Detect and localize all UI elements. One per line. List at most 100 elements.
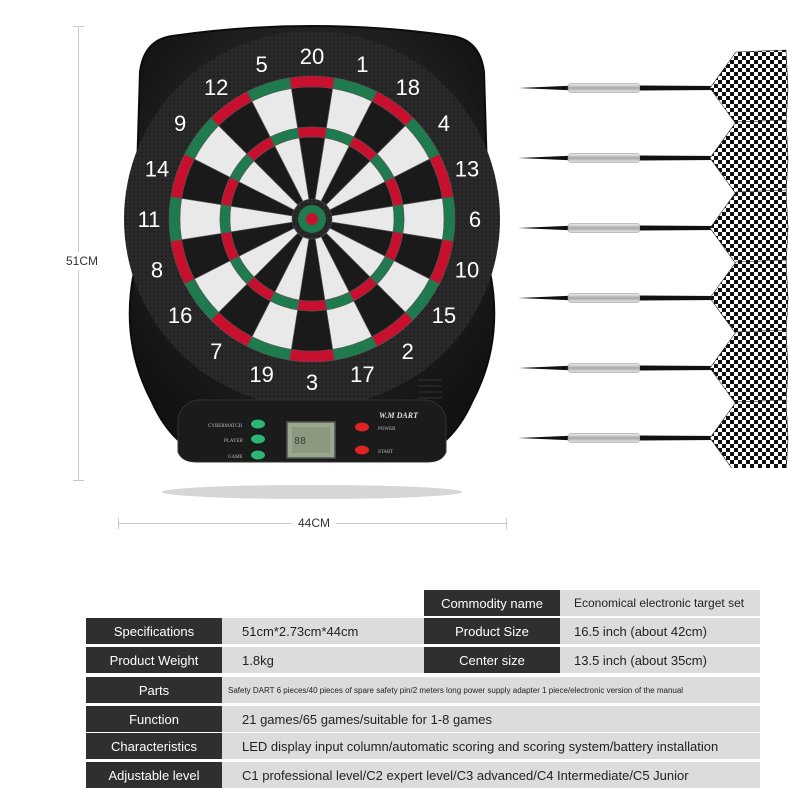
dart-flight — [709, 119, 789, 197]
cybermatch-button[interactable] — [251, 419, 265, 429]
spec-row-value: 1.8kg — [222, 647, 424, 673]
width-dimension-cap-right — [506, 518, 507, 529]
dart-barrel — [567, 153, 641, 163]
spec-row-label: Parts — [86, 677, 222, 703]
dart-flight — [709, 399, 789, 468]
bullseye — [306, 213, 318, 225]
outer-single-segment — [291, 309, 333, 352]
dart-flight — [709, 259, 789, 337]
dart — [518, 119, 789, 197]
dart-flight — [709, 49, 789, 127]
spec-row-label: Product Weight — [86, 647, 222, 673]
board-number: 15 — [432, 303, 456, 328]
board-number: 9 — [174, 111, 186, 136]
board-number: 18 — [396, 75, 420, 100]
dart-shaft — [640, 225, 718, 231]
spec-row-label: Adjustable level — [86, 762, 222, 788]
dart-barrel — [567, 223, 641, 233]
dart-tip — [518, 365, 570, 371]
dart-barrel — [567, 293, 641, 303]
board-number: 17 — [350, 362, 374, 387]
width-dimension-label: 44CM — [292, 516, 337, 530]
dart-tip — [518, 225, 570, 231]
dart-tip — [518, 295, 570, 301]
width-dimension-cap-left — [118, 518, 119, 529]
board-number: 20 — [300, 44, 324, 69]
spec-row-value: Safety DART 6 pieces/40 pieces of spare … — [222, 677, 760, 703]
panel-label-game: GAME — [228, 455, 243, 460]
spec-row-label-secondary: Product Size — [424, 618, 560, 644]
dart-shaft — [640, 295, 718, 301]
board-number: 10 — [455, 257, 479, 282]
outer-single-segment — [179, 198, 222, 240]
dart-shaft — [640, 435, 718, 441]
dart-tip — [518, 435, 570, 441]
dart — [518, 329, 789, 407]
height-dimension-cap-top — [73, 26, 84, 27]
lcd-digits: 88 — [294, 436, 306, 447]
triple-ring-segment — [392, 204, 405, 234]
dart-flight — [709, 329, 789, 407]
panel-label-power: POWER — [378, 427, 396, 432]
lcd-inner — [292, 427, 330, 453]
spec-row-value: C1 professional level/C2 expert level/C3… — [222, 762, 760, 788]
dart-tip — [518, 85, 570, 91]
dart — [518, 399, 789, 468]
height-dimension-cap-bottom — [73, 480, 84, 481]
board-number: 4 — [438, 111, 450, 136]
dart-barrel — [567, 363, 641, 373]
spec-row-label: Characteristics — [86, 733, 222, 759]
speaker-grille — [418, 379, 442, 399]
board-shadow — [162, 485, 462, 499]
player-button[interactable] — [251, 434, 265, 444]
triple-ring-segment — [219, 204, 232, 234]
board-number: 14 — [145, 157, 169, 182]
dart — [518, 189, 789, 267]
panel-label-player: PLAYER — [224, 439, 244, 444]
spec-commodity-value: Economical electronic target set — [560, 590, 760, 616]
board-number: 1 — [356, 52, 368, 77]
dartboard-segments — [168, 75, 456, 363]
dart — [518, 259, 789, 337]
dart-barrel — [567, 83, 641, 93]
dart-shaft — [640, 155, 718, 161]
dart-shaft — [640, 365, 718, 371]
panel-label-start: START — [378, 450, 393, 455]
spec-row-value-secondary: 16.5 inch (about 42cm) — [560, 618, 760, 644]
outer-single-segment — [291, 86, 333, 129]
spec-row-label: Specifications — [86, 618, 222, 644]
power-button[interactable] — [355, 422, 369, 432]
board-number: 3 — [306, 370, 318, 395]
panel-label-cybermatch: CYBERMATCH — [208, 424, 243, 429]
board-number: 16 — [168, 303, 192, 328]
board-number: 8 — [151, 257, 163, 282]
spec-row-value: LED display input column/automatic scori… — [222, 733, 760, 759]
darts-group — [518, 49, 789, 468]
dart-tip — [518, 155, 570, 161]
dart — [518, 49, 789, 127]
game-button[interactable] — [251, 450, 265, 460]
board-number: 2 — [402, 339, 414, 364]
dart-barrel — [567, 433, 641, 443]
brand-logo: W.M DART — [379, 411, 419, 420]
board-number: 12 — [204, 75, 228, 100]
spec-commodity-label: Commodity name — [424, 590, 560, 616]
spec-row-label: Function — [86, 706, 222, 732]
inner-single-segment — [274, 137, 310, 202]
spec-row-value-secondary: 13.5 inch (about 35cm) — [560, 647, 760, 673]
board-number: 5 — [256, 52, 268, 77]
spec-row-value: 51cm*2.73cm*44cm — [222, 618, 424, 644]
dart-flight — [709, 189, 789, 267]
board-number: 13 — [455, 157, 479, 182]
triple-ring-segment — [297, 299, 327, 312]
spec-row-value: 21 games/65 games/suitable for 1-8 games — [222, 706, 760, 732]
board-number: 19 — [249, 362, 273, 387]
dart-shaft — [640, 85, 718, 91]
triple-ring-segment — [297, 126, 327, 139]
board-number: 7 — [210, 339, 222, 364]
start-button[interactable] — [355, 445, 369, 455]
spec-row-label-secondary: Center size — [424, 647, 560, 673]
board-number: 6 — [469, 207, 481, 232]
